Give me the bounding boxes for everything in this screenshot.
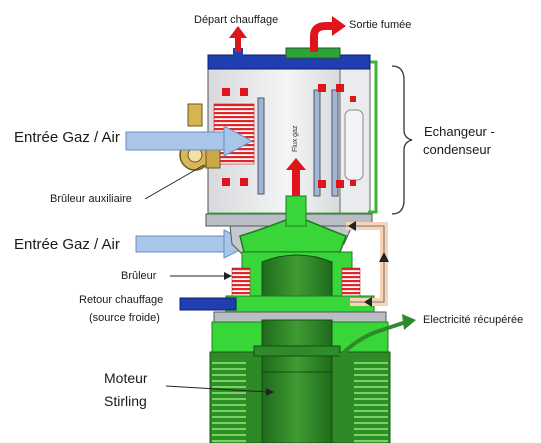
retour-chauffage-label-line2: (source froide) [89, 312, 160, 324]
bruleur-auxiliaire-label: Brûleur auxiliaire [50, 193, 132, 205]
flux-gaz-label: Flux gaz [292, 125, 299, 152]
gas-air-inlet-arrow-top [125, 125, 254, 157]
stirling-engine-body [209, 251, 391, 443]
sortie-fumee-arrow [310, 16, 346, 52]
leader-bruleur [170, 272, 232, 280]
heat-exchanger-housing [205, 60, 378, 227]
return-water-pipe [179, 297, 237, 311]
depart-chauffage-arrow [229, 26, 247, 68]
leader-aux-burner [144, 164, 205, 200]
burner-head [229, 195, 353, 257]
bruleur-label: Brûleur [121, 270, 157, 282]
leader-moteur [165, 385, 274, 396]
water-circuit-loop [346, 221, 389, 307]
electricite-recuperee-label: Electricité récupérée [423, 314, 524, 326]
echangeur-label-line2: condenseur [423, 142, 491, 157]
moteur-label: Moteur [104, 370, 148, 386]
stirling-label: Stirling [104, 393, 147, 409]
entree-gaz-air-label-bottom: Entrée Gaz / Air [14, 236, 120, 253]
exchanger-bracket [391, 65, 413, 215]
echangeur-label-line1: Echangeur - [424, 124, 495, 139]
entree-gaz-air-label-top: Entrée Gaz / Air [14, 129, 120, 146]
sortie-fumee-label: Sortie fumée [349, 19, 412, 31]
depart-chauffage-label: Départ chauffage [194, 14, 279, 26]
electricity-output-arrow [338, 314, 416, 358]
retour-chauffage-label-line1: Retour chauffage [79, 294, 164, 306]
